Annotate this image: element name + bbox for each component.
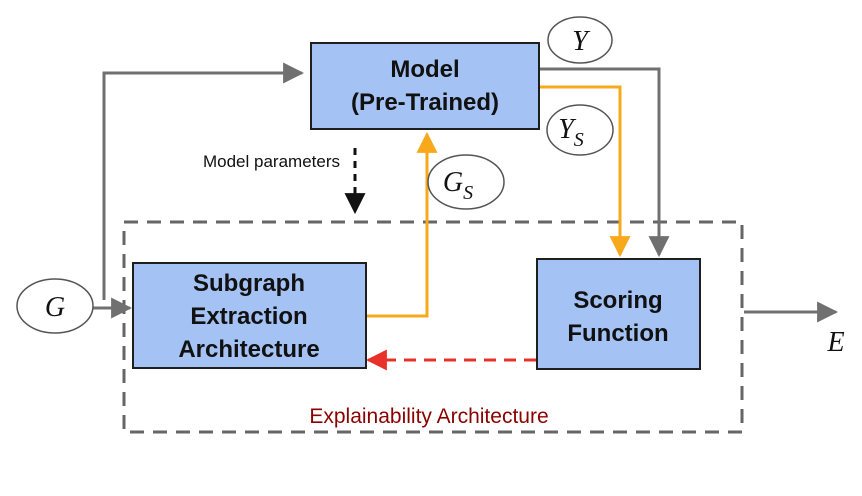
subgraph-subscript: S [463,182,473,204]
explanation-label: E [826,327,844,358]
model-parameters-label: Model parameters [203,152,340,171]
prediction-label: Y [572,26,591,57]
model-box [310,42,540,130]
subgraph-prediction-subscript: S [574,129,584,151]
model-node: Model (Pre-Trained) [310,42,540,130]
subgraph-label-line2: Extraction [190,303,307,330]
prediction-ellipse [547,16,613,64]
explainability-container-label: Explainability Architecture [309,405,548,428]
subgraph-label-line3: Architecture [178,336,319,363]
subgraph-variable: GS [427,154,505,210]
input-graph-ellipse [16,278,94,334]
subgraph-base: G [443,167,463,198]
scoring-label-line2: Function [567,320,668,347]
subgraph-label-line1: Subgraph [193,270,305,297]
subgraph-extraction-node: Subgraph Extraction Architecture [132,262,367,369]
model-label-line1: Model [390,56,459,83]
subgraph-label: GS [443,167,473,204]
subgraph-prediction-base: Y [558,114,577,145]
edge-model-to-scoring-ys [540,85,631,258]
explainability-container [122,220,744,434]
subgraph-ellipse [427,154,505,210]
model-label-line2: (Pre-Trained) [351,89,499,116]
subgraph-prediction-variable: YS [546,104,614,156]
prediction-variable: Y [547,16,613,64]
scoring-function-node: Scoring Function [536,258,701,370]
edge-subgraph-to-model-gs [366,131,438,318]
subgraph-prediction-ellipse [546,104,614,156]
subgraph-extraction-box [132,262,367,369]
input-graph-label: G [45,292,65,323]
edge-input-to-model [102,62,305,300]
scoring-function-box [536,258,701,370]
edge-model-to-scoring-y [538,67,670,258]
input-graph-variable: G [16,278,94,334]
subgraph-prediction-label: YS [558,114,584,151]
scoring-label-line1: Scoring [573,287,662,314]
